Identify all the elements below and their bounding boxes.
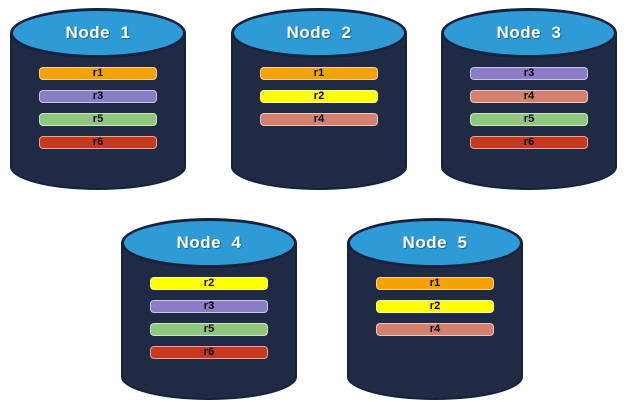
replica-bar-r2: r2 (260, 90, 378, 103)
cylinder-top-shape: Node 1 (10, 8, 186, 58)
replica-bar-r2: r2 (376, 300, 494, 313)
replica-list: r1 r3 r5 r6 (39, 67, 157, 149)
node-title: Node 5 (402, 233, 468, 252)
replica-bar-r3: r3 (470, 67, 588, 80)
replica-list: r1 r2 r4 (260, 67, 378, 126)
replica-bar-r6: r6 (150, 346, 268, 359)
node-cylinder-5: Node 5 r1 r2 r4 (347, 218, 523, 400)
replica-bar-r3: r3 (150, 300, 268, 313)
node-title: Node 4 (176, 233, 242, 252)
node-cylinder-4: Node 4 r2 r3 r5 r6 (121, 218, 297, 400)
node-title: Node 3 (496, 23, 562, 42)
cylinder-top-shape: Node 3 (441, 8, 617, 58)
replica-bar-r5: r5 (470, 113, 588, 126)
cylinder-top-shape: Node 4 (121, 218, 297, 268)
replica-bar-r1: r1 (39, 67, 157, 80)
node-title: Node 1 (65, 23, 131, 42)
node-cylinder-2: Node 2 r1 r2 r4 (231, 8, 407, 190)
node-cylinder-3: Node 3 r3 r4 r5 r6 (441, 8, 617, 190)
cylinder-top-shape: Node 2 (231, 8, 407, 58)
cylinder-top-shape: Node 5 (347, 218, 523, 268)
replica-list: r2 r3 r5 r6 (150, 277, 268, 359)
replica-bar-r4: r4 (470, 90, 588, 103)
replica-bar-r5: r5 (39, 113, 157, 126)
replica-bar-r2: r2 (150, 277, 268, 290)
node-title: Node 2 (286, 23, 352, 42)
replica-bar-r3: r3 (39, 90, 157, 103)
replica-list: r3 r4 r5 r6 (470, 67, 588, 149)
replica-list: r1 r2 r4 (376, 277, 494, 336)
node-cylinder-1: Node 1 r1 r3 r5 r6 (10, 8, 186, 190)
replica-bar-r1: r1 (260, 67, 378, 80)
replica-bar-r6: r6 (39, 136, 157, 149)
replica-bar-r6: r6 (470, 136, 588, 149)
replica-bar-r4: r4 (260, 113, 378, 126)
replica-bar-r4: r4 (376, 323, 494, 336)
replica-bar-r1: r1 (376, 277, 494, 290)
replica-bar-r5: r5 (150, 323, 268, 336)
